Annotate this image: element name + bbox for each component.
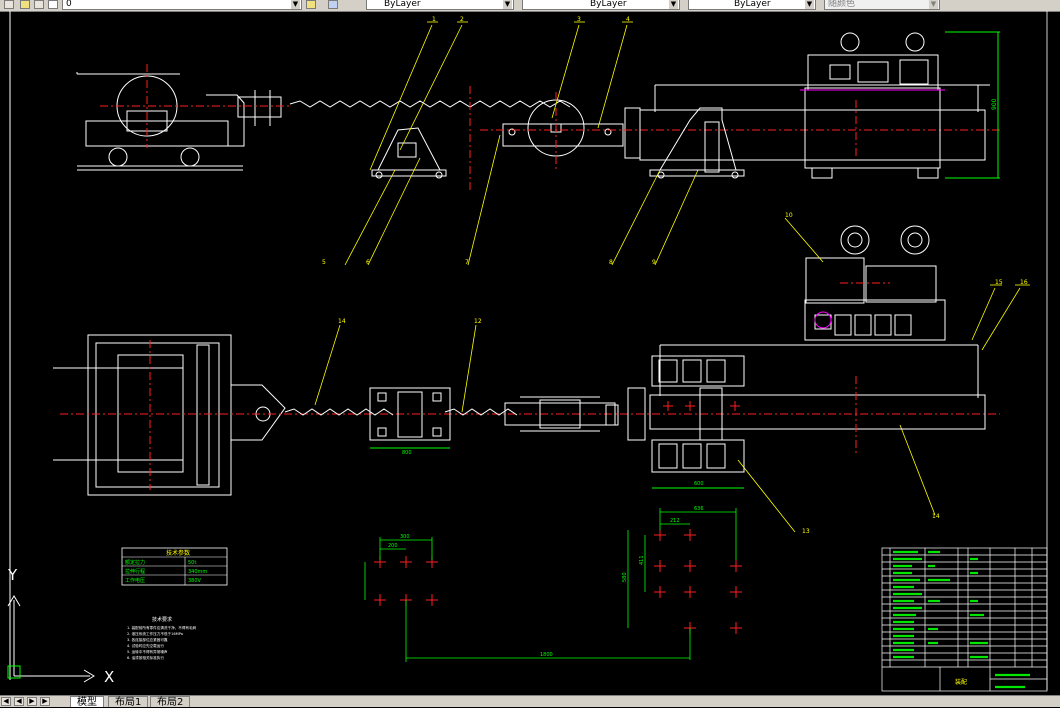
layout-tab-bar: ◀ ◀ ▶ ▶ 模型 布局1 布局2 [0, 695, 1060, 708]
lineweight-dropdown-value: ByLayer [734, 0, 771, 9]
pump-station-top [804, 32, 941, 179]
layer-lock-icon[interactable] [34, 0, 44, 9]
dim-text: 1800 [540, 652, 553, 658]
balloon-label: 2 [460, 16, 464, 23]
lineweight-dropdown[interactable]: ByLayer ▼ [688, 0, 816, 10]
drawing-canvas[interactable]: 900 1 2 3 4 5 6 7 8 9 [0, 11, 1060, 695]
layer-manager-icon[interactable] [4, 0, 14, 9]
plotstyle-dropdown[interactable]: 随颜色 ▼ [824, 0, 940, 10]
balloons-top: 1 2 3 4 5 6 7 8 9 [322, 16, 656, 266]
pump-unit-mid [800, 225, 979, 398]
balloon-label: 1 [432, 16, 436, 23]
tension-rod [504, 396, 619, 432]
linetype-dropdown[interactable]: ByLayer ▼ [522, 0, 680, 10]
layer-dropdown[interactable]: 0▼ [62, 0, 302, 10]
chevron-down-icon: ▼ [291, 0, 300, 9]
leader-group-mid [314, 217, 1030, 533]
notes-line: 2. 液压系统工作压力不低于16MPa [127, 631, 183, 636]
balloons-mid: 10 15 16 14 12 13 14 [338, 212, 1028, 535]
balloon-label: 13 [802, 528, 810, 535]
tab-model[interactable]: 模型 [70, 696, 104, 708]
balloon-label: 12 [474, 318, 482, 325]
layer-previous-icon[interactable] [328, 0, 338, 9]
dim-text: 200 [388, 543, 398, 549]
anchor-frame [53, 334, 286, 496]
chain-top [289, 100, 571, 108]
pulley [502, 99, 641, 159]
notes-line: 1. 装配前所有零件应清洗干净，不得有毛刺 [127, 625, 197, 630]
make-current-icon[interactable] [306, 0, 316, 9]
dim-text: 900 [991, 98, 998, 110]
balloon-label: 15 [995, 279, 1003, 286]
prev-tab-icon[interactable]: ◀ [14, 697, 24, 706]
hole-layout-right: 636 212 411 580 [622, 506, 742, 660]
params-cell: 拉伸行程 [125, 568, 145, 575]
linetype-dropdown-value: ByLayer [590, 0, 627, 9]
winch-cart [76, 72, 282, 171]
notes-line: 6. 油漆按相关标准执行 [127, 655, 164, 660]
notes-title: 技术要求 [152, 616, 172, 623]
dim-text: 212 [670, 518, 680, 524]
balloon-label: 6 [366, 259, 370, 266]
ucs-y-label: Y [7, 566, 18, 584]
balloon-label: 4 [626, 16, 630, 23]
notes-line: 4. 试验时应先空载运行 [127, 643, 164, 648]
hydraulic-cylinder-bottom [627, 344, 986, 473]
title-block-label: 装配 [955, 678, 967, 686]
properties-toolbar: 0▼ ByLayer▼ ByLayer▼ ByLayer▼ 随颜色▼ [0, 0, 1060, 12]
balloon-label: 8 [609, 259, 613, 266]
balloon-label: 5 [322, 259, 326, 266]
params-cell: 50t [188, 560, 196, 566]
layer-dropdown-value: 0 [66, 0, 72, 9]
chevron-down-icon: ▼ [669, 0, 678, 9]
params-cell: 380V [188, 578, 202, 584]
tab-layout1[interactable]: 布局1 [108, 696, 149, 708]
dim-text: 800 [402, 450, 412, 456]
dim-text: 600 [694, 481, 704, 487]
bearing-support [371, 127, 447, 179]
params-cell: 工作电压 [125, 577, 145, 584]
balloon-label: 3 [577, 16, 581, 23]
params-table: 技术参数 额定拉力 50t 拉伸行程 340mm 工作电压 380V [121, 547, 228, 586]
balloon-label: 10 [785, 212, 793, 219]
last-tab-icon[interactable]: ▶ [40, 697, 50, 706]
params-cell: 额定拉力 [125, 559, 145, 566]
dim-text: 636 [694, 506, 704, 512]
notes-line: 3. 各连接部位应紧固可靠 [127, 637, 168, 642]
support-plate [369, 387, 451, 441]
hole-layout-left: 300 200 1800 [364, 534, 690, 662]
chevron-down-icon: ▼ [503, 0, 512, 9]
first-tab-icon[interactable]: ◀ [1, 697, 11, 706]
bolt-marks [663, 401, 740, 411]
title-block [881, 547, 1048, 692]
color-dropdown-value: ByLayer [384, 0, 421, 9]
dim-text: 580 [622, 572, 628, 582]
chevron-down-icon: ▼ [805, 0, 814, 9]
params-cell: 340mm [188, 569, 207, 575]
layer-state-icon[interactable] [20, 0, 30, 9]
bom-entries [893, 550, 1030, 689]
balloon-label: 14 [932, 513, 940, 520]
dim-text: 411 [639, 555, 645, 565]
balloon-label: 14 [338, 318, 346, 325]
chevron-down-icon: ▼ [929, 0, 938, 9]
leader-group-top [344, 21, 699, 266]
notes-line: 5. 运转中不得有异常噪声 [127, 649, 168, 654]
balloon-label: 9 [652, 259, 656, 266]
layer-color-icon[interactable] [48, 0, 58, 9]
tech-notes: 技术要求 1. 装配前所有零件应清洗干净，不得有毛刺 2. 液压系统工作压力不低… [127, 616, 197, 660]
gauge-icon [814, 311, 832, 329]
ucs-icon [7, 595, 95, 683]
ucs-x-label: X [104, 668, 114, 686]
plotstyle-dropdown-value: 随颜色 [828, 0, 856, 9]
dim-text: 300 [400, 534, 410, 540]
balloon-label: 16 [1020, 279, 1028, 286]
hydraulic-cylinder-top [639, 84, 990, 179]
color-dropdown[interactable]: ByLayer ▼ [366, 0, 514, 10]
params-table-title: 技术参数 [166, 549, 190, 557]
balloon-label: 7 [465, 259, 469, 266]
next-tab-icon[interactable]: ▶ [27, 697, 37, 706]
tab-layout2[interactable]: 布局2 [150, 696, 191, 708]
